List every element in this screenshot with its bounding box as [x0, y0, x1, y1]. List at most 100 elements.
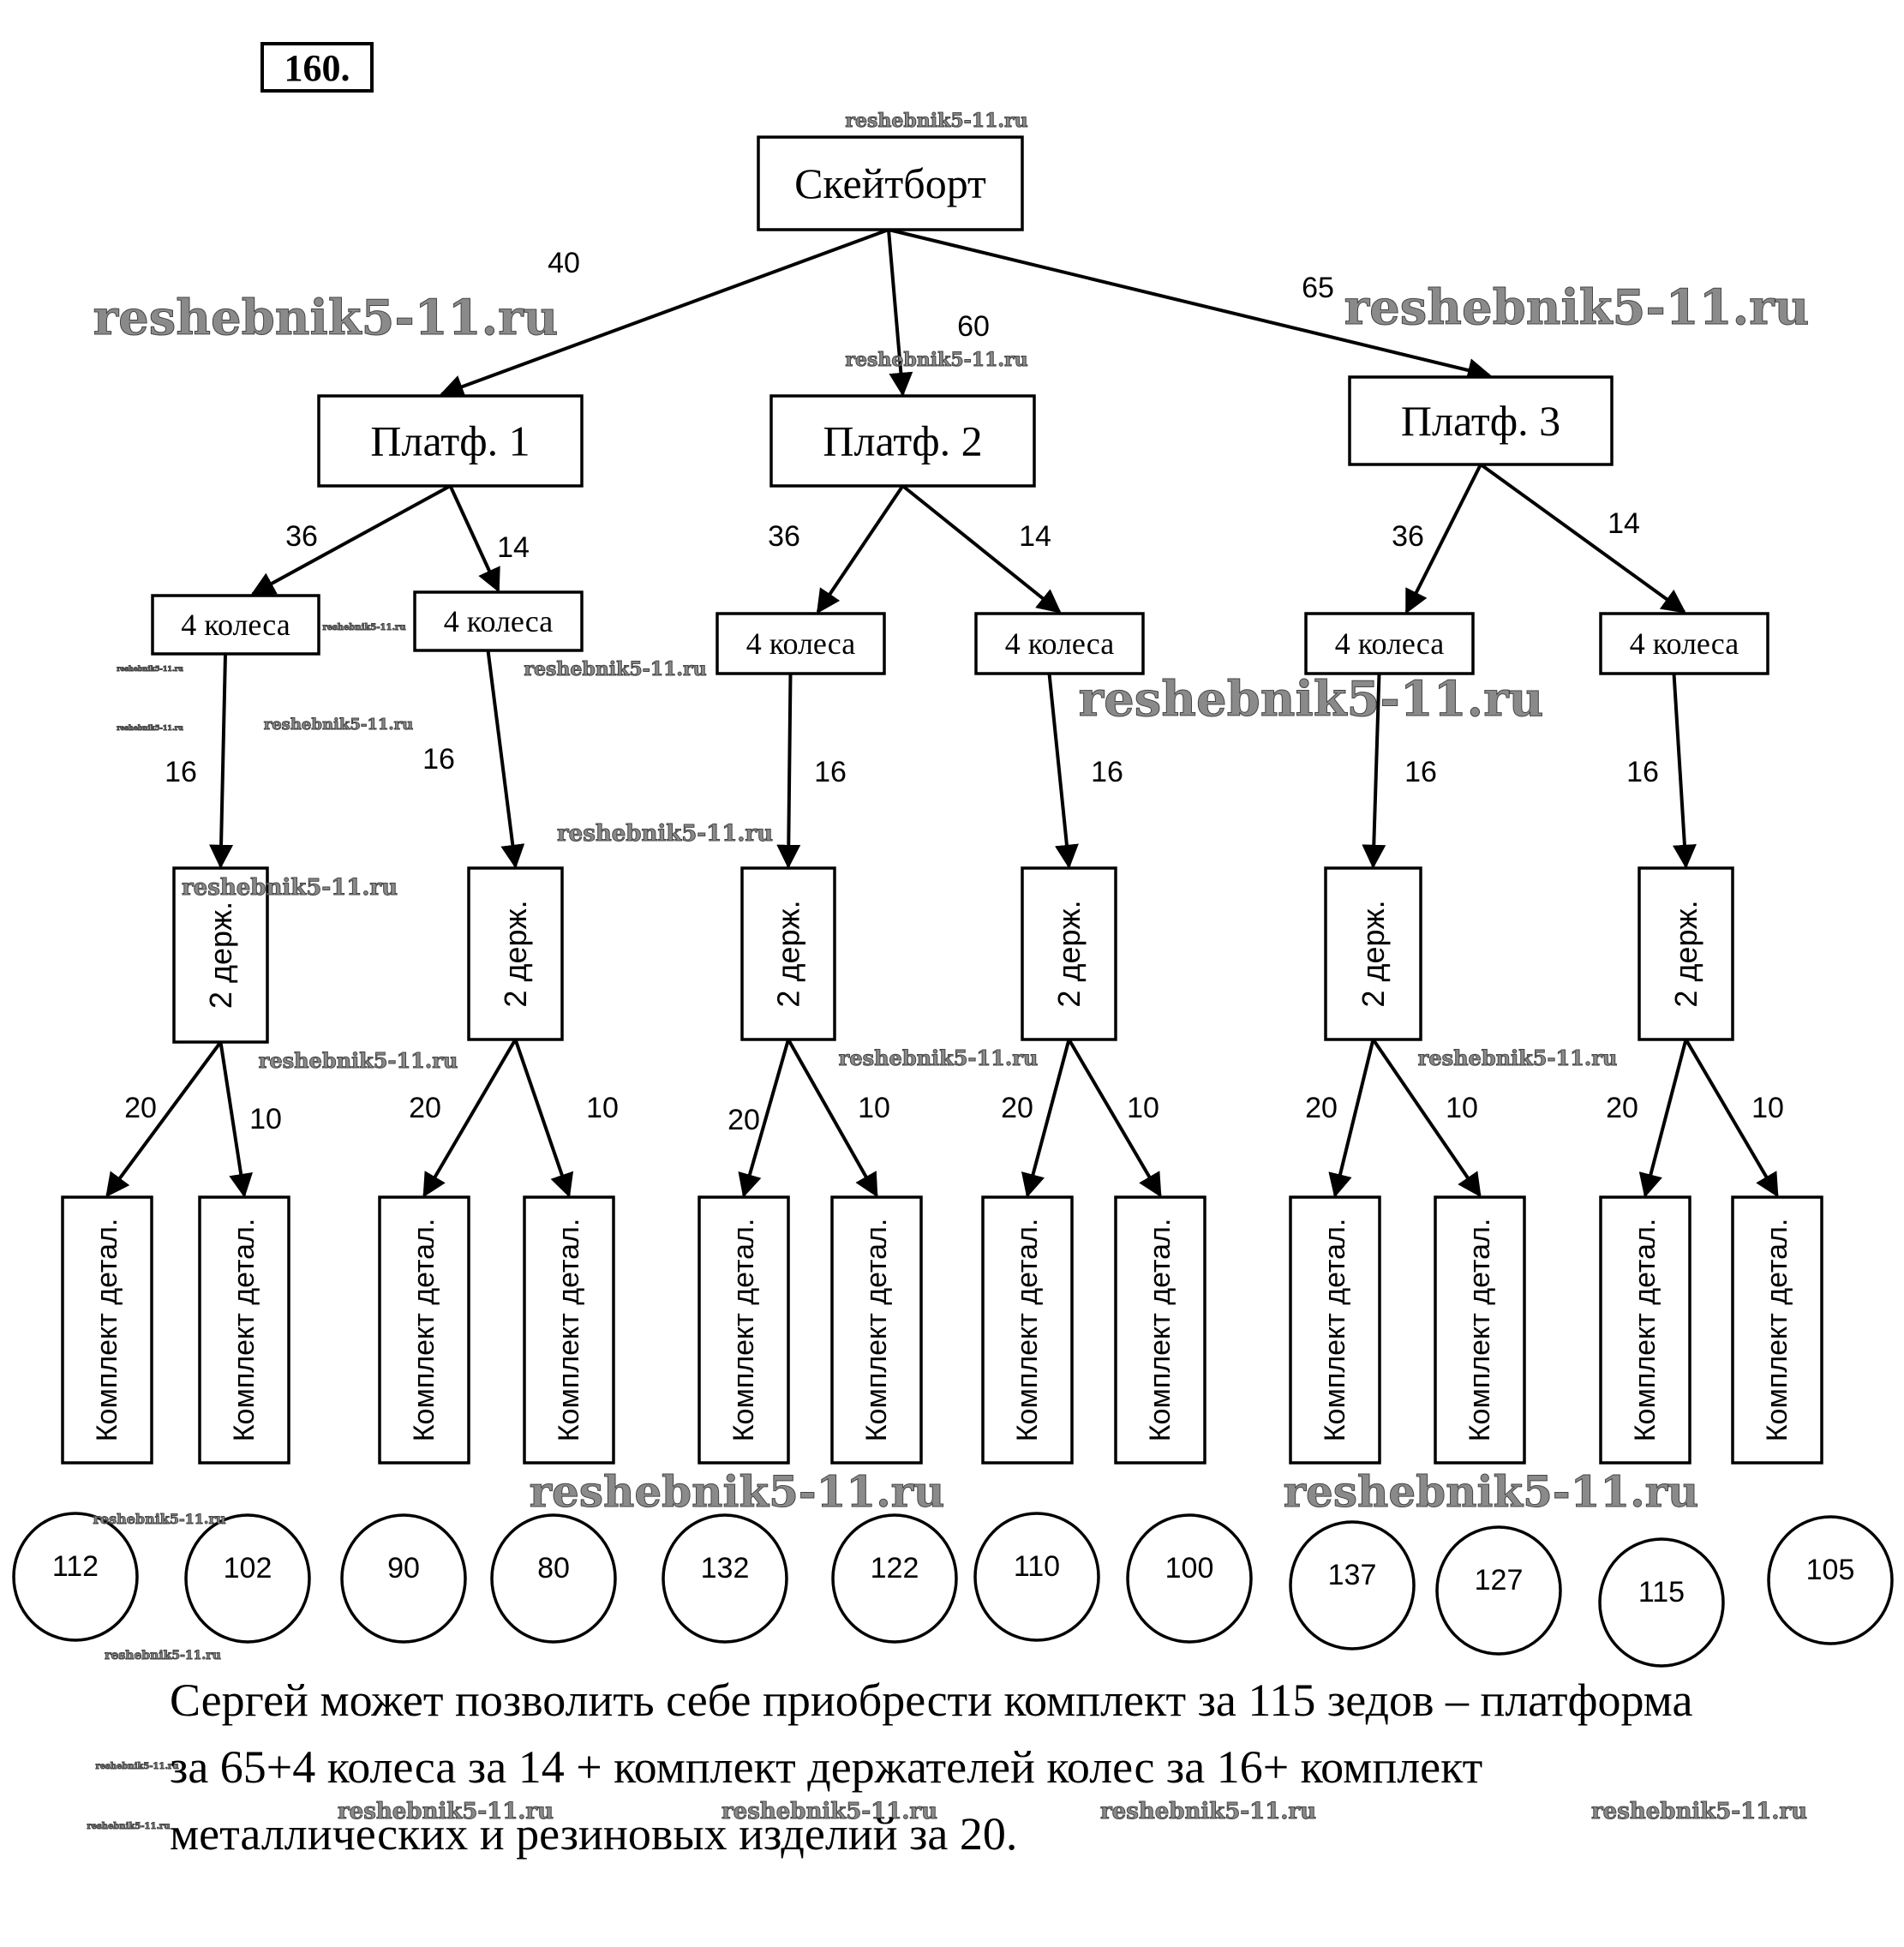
holder-node-1-label: 2 держ. — [203, 902, 238, 1009]
watermark-6: reshebnik5-11.ru — [524, 658, 706, 680]
kit-node-12: Комплект детал. — [1731, 1195, 1823, 1465]
edge-platform-3-wheels-1-price: 36 — [1392, 520, 1424, 553]
kit-node-7: Комплект детал. — [981, 1195, 1074, 1465]
platform-node-3-rect — [1348, 375, 1614, 466]
edge-platform-3-wheels-1-arrow — [1404, 464, 1482, 614]
edge-wheels-6-holder-arrow — [1672, 673, 1697, 869]
wheels-node-5-rect — [1304, 612, 1475, 675]
edge-wheels-3-holder-price: 16 — [814, 756, 847, 788]
platform-node-1: Платф. 1 — [317, 394, 584, 488]
total-circle-5-shape — [662, 1513, 788, 1644]
kit-node-2-rect — [198, 1195, 290, 1465]
total-circle-7: 110 — [973, 1512, 1100, 1642]
watermark-9: reshebnik5-11.ru — [264, 716, 413, 734]
wheels-node-5-label: 4 колеса — [1335, 626, 1444, 661]
edge-holder-1-kit-1-price: 20 — [124, 1092, 157, 1124]
edge-holder-2-kit-2-price: 10 — [586, 1092, 619, 1124]
edge-holder-2-kit-1-arrow — [422, 1038, 518, 1198]
kit-node-3: Комплект детал. — [378, 1195, 470, 1465]
edge-holder-4-kit-1-arrow — [1021, 1039, 1071, 1198]
holder-node-5-label: 2 держ. — [1356, 900, 1391, 1007]
edge-wheels-5-holder-price: 16 — [1404, 756, 1437, 788]
total-circle-3: 90 — [340, 1513, 467, 1644]
total-circle-3-shape — [340, 1513, 467, 1644]
kit-node-7-rect — [981, 1195, 1074, 1465]
edge-platform-3-wheels-2-price: 14 — [1608, 507, 1640, 540]
total-circle-2-shape — [184, 1513, 311, 1644]
total-circle-11-value: 115 — [1638, 1576, 1685, 1609]
edge-holder-3-kit-2-arrow — [787, 1039, 878, 1198]
edge-holder-1-kit-1-arrow — [105, 1040, 223, 1198]
total-circle-6: 122 — [831, 1513, 958, 1644]
total-circle-9-value: 137 — [1328, 1559, 1377, 1591]
edge-wheels-4-holder-arrow — [1047, 673, 1079, 869]
holder-node-4-rect — [1021, 866, 1117, 1041]
wheels-node-2: 4 колеса — [413, 590, 584, 652]
kit-node-6: Комплект детал. — [830, 1195, 923, 1465]
kit-node-11: Комплект детал. — [1599, 1195, 1691, 1465]
watermark-25: reshebnik5-11.ru — [1591, 1799, 1807, 1824]
edge-holder-6-kit-1-arrow — [1638, 1039, 1688, 1198]
total-circle-7-shape — [973, 1512, 1100, 1642]
edge-root-platform-2-arrow — [887, 229, 913, 397]
watermark-5: reshebnik5-11.ru — [323, 623, 406, 632]
kit-node-8-label: Комплект детал. — [1144, 1219, 1177, 1442]
watermark-13: reshebnik5-11.ru — [259, 1048, 458, 1073]
total-circle-7-value: 110 — [1014, 1550, 1060, 1583]
edge-platform-3-wheels-2-arrow — [1479, 463, 1686, 614]
edge-holder-1-kit-2-arrow — [219, 1041, 254, 1198]
platform-node-2-label: Платф. 2 — [823, 417, 982, 465]
kit-node-2-label: Комплект детал. — [228, 1219, 260, 1442]
watermark-8: reshebnik5-11.ru — [117, 723, 183, 732]
watermark-18: reshebnik5-11.ru — [93, 1511, 225, 1527]
root-node-skateboard: Скейтборт — [757, 135, 1024, 231]
watermark-14: reshebnik5-11.ru — [839, 1045, 1039, 1070]
conclusion-line-1: Сергей может позволить себе приобрести к… — [170, 1674, 1693, 1726]
wheels-node-6: 4 колеса — [1599, 612, 1769, 675]
root-node-skateboard-rect — [757, 135, 1024, 231]
edge-platform-2-wheels-2-arrow — [901, 484, 1062, 614]
total-circle-10-shape — [1435, 1525, 1562, 1656]
watermark-11: reshebnik5-11.ru — [557, 821, 773, 847]
edge-root-platform-1-price: 40 — [548, 247, 580, 279]
total-circle-1-value: 112 — [52, 1550, 99, 1583]
edge-holder-4-kit-2-price: 10 — [1127, 1092, 1159, 1124]
total-circle-5: 132 — [662, 1513, 788, 1644]
kit-node-6-label: Комплект детал. — [860, 1219, 893, 1442]
total-circle-1-shape — [12, 1512, 139, 1642]
conclusion-text: Сергей может позволить себе приобрести к… — [170, 1667, 1866, 1867]
watermark-20: reshebnik5-11.ru — [96, 1762, 179, 1771]
edge-holder-4-kit-1-price: 20 — [1001, 1092, 1033, 1124]
holder-node-2-label: 2 держ. — [498, 900, 533, 1007]
edge-root-platform-1-arrow — [439, 228, 889, 398]
kit-node-11-rect — [1599, 1195, 1691, 1465]
platform-node-2: Платф. 2 — [769, 394, 1036, 488]
holder-node-1: 2 держ. — [172, 866, 269, 1044]
holder-node-2-rect — [467, 866, 564, 1041]
wheels-node-4-rect — [974, 612, 1145, 675]
total-circle-8-shape — [1126, 1513, 1253, 1644]
wheels-node-1: 4 колеса — [151, 594, 320, 656]
holder-node-6-label: 2 держ. — [1668, 900, 1703, 1007]
wheels-node-3: 4 колеса — [715, 612, 886, 675]
watermark-21: reshebnik5-11.ru — [87, 1822, 171, 1831]
wheels-node-3-label: 4 колеса — [746, 626, 855, 661]
watermark-7: reshebnik5-11.ru — [117, 664, 183, 673]
wheels-node-3-rect — [715, 612, 886, 675]
wheels-node-4-label: 4 колеса — [1005, 626, 1114, 661]
edge-holder-1-kit-2-price: 10 — [249, 1103, 282, 1135]
total-circle-10: 127 — [1435, 1525, 1562, 1656]
holder-node-1-rect — [172, 866, 269, 1044]
holder-node-5: 2 держ. — [1324, 866, 1422, 1041]
platform-node-3-label: Платф. 3 — [1401, 397, 1560, 445]
kit-node-5: Комплект детал. — [698, 1195, 790, 1465]
total-circle-12: 105 — [1767, 1515, 1894, 1645]
edge-holder-5-kit-2-arrow — [1371, 1038, 1482, 1198]
watermark-17: reshebnik5-11.ru — [1284, 1466, 1699, 1517]
edge-root-platform-3-arrow — [888, 228, 1492, 382]
kit-node-9: Комплект детал. — [1289, 1195, 1381, 1465]
kit-node-5-label: Комплект детал. — [727, 1219, 760, 1442]
watermark-10: reshebnik5-11.ru — [1079, 671, 1544, 728]
kit-node-7-label: Комплект детал. — [1011, 1219, 1044, 1442]
